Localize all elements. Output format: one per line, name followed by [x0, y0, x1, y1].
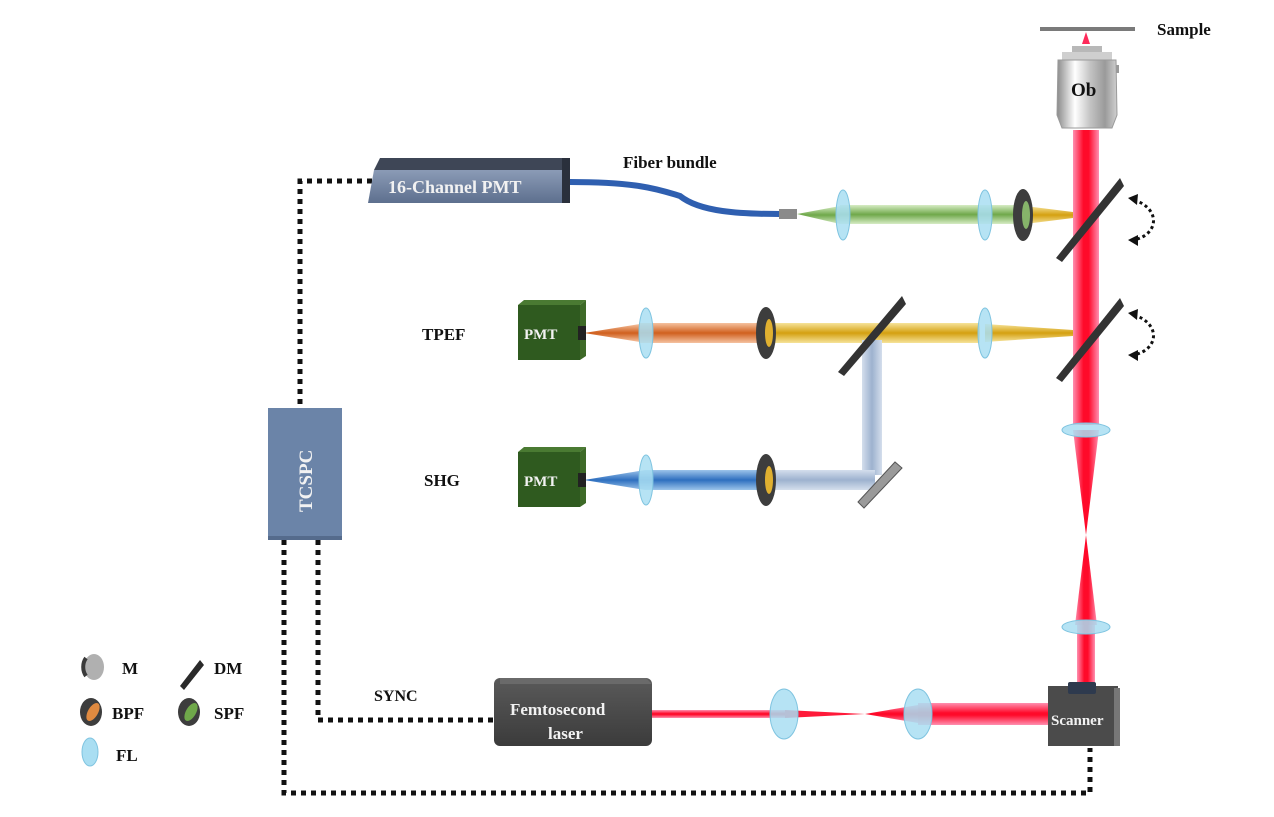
legend-item-fl: FL [81, 737, 138, 767]
sample-stage [1040, 27, 1135, 44]
fiber-bundle-label: Fiber bundle [623, 153, 717, 172]
laser-label-line1: Femtosecond [510, 700, 606, 719]
legend-item-spf: SPF [178, 698, 244, 726]
rotation-arrow-middle [1128, 309, 1155, 361]
legend-item-m: M [81, 654, 138, 680]
excitation-beam-vertical [1073, 130, 1099, 687]
pmt-tpef-label: PMT [524, 327, 557, 343]
pmt-16-channel [368, 158, 570, 203]
femtosecond-laser [494, 678, 652, 746]
objective-lens [1056, 46, 1119, 129]
sample-label: Sample [1157, 20, 1211, 39]
fluorescence-beam-to-fiber [797, 205, 1073, 224]
cable-pmt16-to-tcspc [297, 178, 372, 408]
focusing-lenses [638, 189, 1111, 740]
mirror-shg [857, 461, 903, 509]
dm-top [1056, 178, 1124, 262]
shg-beam [584, 340, 882, 490]
legend-label-dm: DM [214, 659, 242, 678]
laser-label-line2: laser [548, 724, 583, 743]
legend-label-bpf: BPF [112, 704, 144, 723]
pmt-tpef [518, 300, 586, 360]
tcspc-label: TCSPC [296, 450, 317, 512]
filters [756, 189, 1033, 506]
legend-item-bpf: BPF [80, 698, 144, 726]
legend-label-fl: FL [116, 746, 138, 765]
dm-middle [1056, 298, 1124, 382]
pmt-16-channel-label: 16-Channel PMT [388, 177, 522, 197]
legend-label-spf: SPF [214, 704, 244, 723]
objective-label: Ob [1071, 80, 1096, 101]
lens-laser-2 [903, 688, 933, 740]
bpf-filter-tpef [756, 307, 776, 359]
bpf-filter-shg [756, 454, 776, 506]
cable-tcspc-to-sync [315, 540, 498, 723]
spf-filter-fiber [1013, 189, 1033, 241]
rotation-arrow-top [1128, 194, 1155, 246]
lens-scan-upper [1061, 422, 1111, 438]
shg-label: SHG [424, 471, 460, 490]
lens-laser-1 [769, 688, 799, 740]
tcspc-module [268, 408, 342, 540]
tpef-label: TPEF [422, 325, 465, 344]
signal-cables [281, 178, 1093, 796]
fiber-tip [779, 209, 797, 219]
excitation-beam-horizontal [650, 703, 1052, 725]
lens-scan-lower [1061, 619, 1111, 635]
scanner [1048, 682, 1120, 746]
tpef-beam [584, 323, 1073, 343]
dichroic-mirrors [838, 178, 1124, 382]
lens-shg [638, 454, 654, 506]
lens-fiber-1 [835, 189, 851, 241]
lens-tpef-1 [638, 307, 654, 359]
lens-fiber-2 [977, 189, 993, 241]
legend-label-m: M [122, 659, 138, 678]
sync-label: SYNC [374, 688, 418, 705]
scanner-label: Scanner [1051, 713, 1104, 729]
pmt-shg-label: PMT [524, 474, 557, 490]
cable-tcspc-to-scanner [281, 540, 1093, 796]
dm-tpef-shg [838, 296, 906, 376]
pmt-shg [518, 447, 586, 507]
lens-tpef-2 [977, 307, 993, 359]
legend-item-dm: DM [180, 659, 242, 690]
fiber-bundle [569, 179, 781, 217]
legend: M DM BPF SPF FL [80, 654, 244, 767]
